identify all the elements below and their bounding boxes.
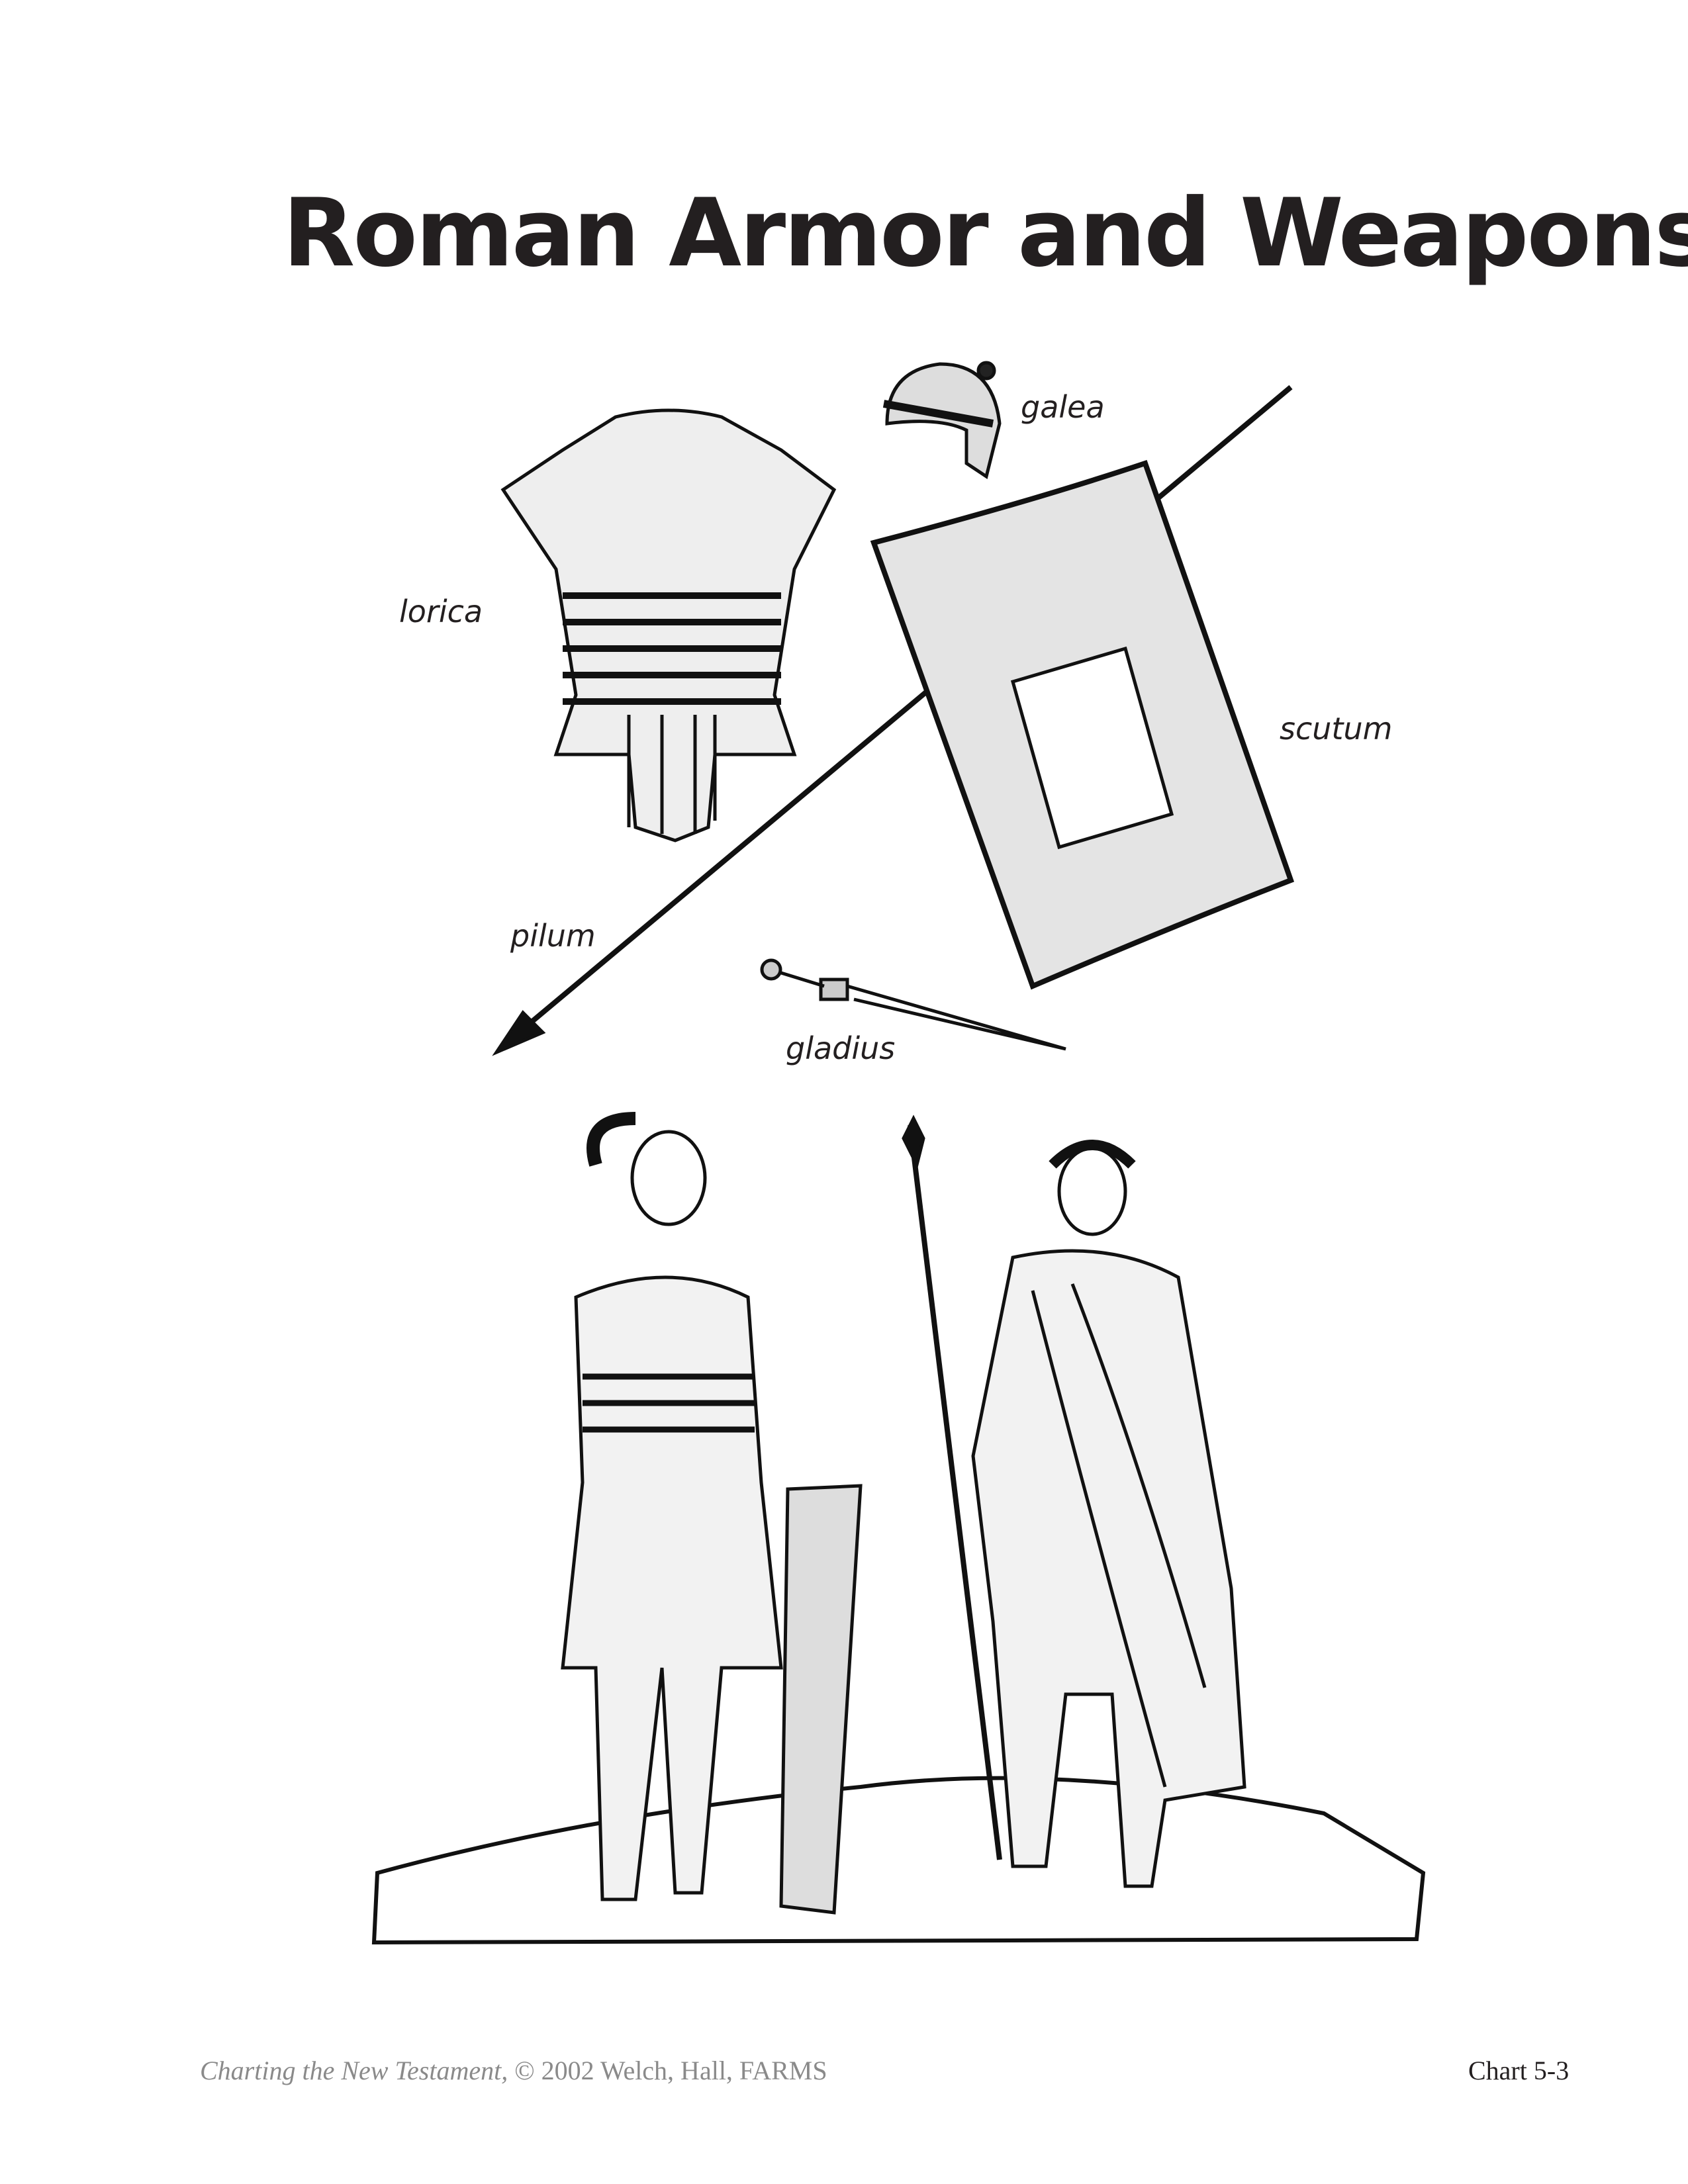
label-scutum: scutum [1280,711,1393,747]
roman-soldiers-image [371,1112,1426,1945]
footer-copyright: © 2002 Welch, Hall, FARMS [508,2056,827,2085]
gladius-sword-image [760,958,1066,1051]
page-title: Roman Armor and Weapons [283,179,1688,288]
galea-helmet-image [882,361,1002,480]
scutum-shield-image [870,459,1295,990]
footer-book-title: Charting the New Testament, [200,2056,508,2085]
footer-credit: Charting the New Testament, © 2002 Welch… [200,2055,827,2086]
label-pilum: pilum [510,918,596,954]
label-galea: galea [1021,389,1105,425]
footer-chart-number: Chart 5-3 [1468,2056,1570,2085]
label-gladius: gladius [786,1030,896,1066]
lorica-armor-image [500,408,837,842]
label-lorica: lorica [399,594,483,629]
